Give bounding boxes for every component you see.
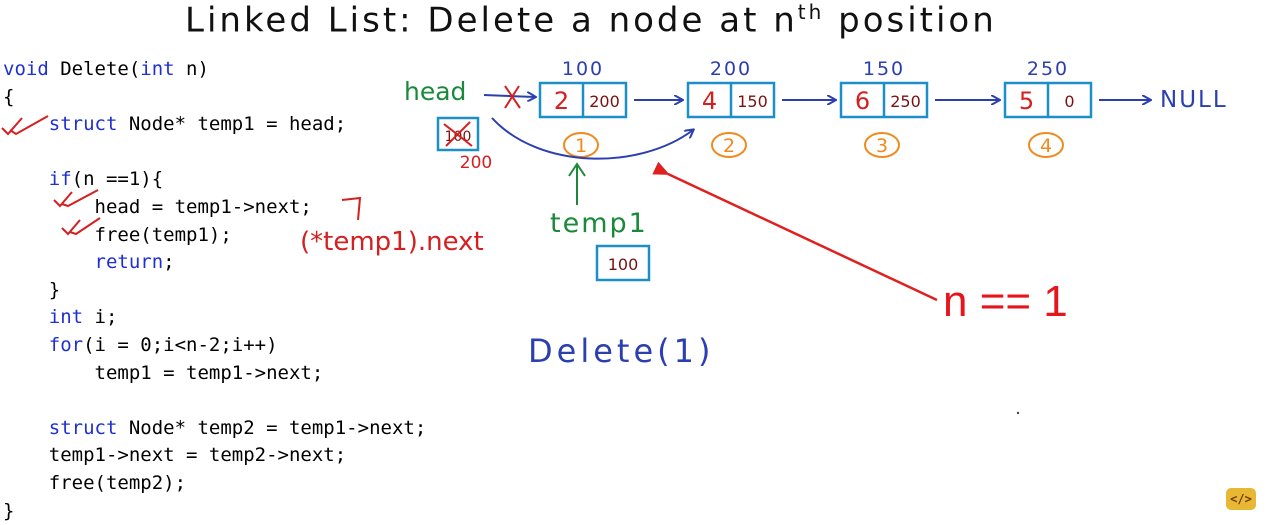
node-next-value: 250 <box>890 92 921 111</box>
bracket-mark <box>342 198 360 220</box>
code-logo-icon: </> <box>1226 488 1256 510</box>
temp1-box-value: 100 <box>608 255 639 274</box>
temp1-label: temp1 <box>550 208 648 239</box>
node-index-label: 3 <box>876 135 888 157</box>
check-mark-icon <box>2 116 48 134</box>
node-data-value: 6 <box>855 87 870 115</box>
deref-annotation: (*temp1).next <box>300 227 484 257</box>
node-index-label: 1 <box>575 135 587 157</box>
node-list: 2 200 100 1 4 150 200 2 6 250 150 3 5 0 250 4 <box>540 58 1150 157</box>
delete-call-label: Delete(1) <box>528 332 714 370</box>
check-marks <box>2 116 360 234</box>
node-next-value: 0 <box>1064 92 1074 111</box>
node-index-label: 4 <box>1040 135 1052 157</box>
null-label: NULL <box>1160 87 1228 113</box>
relink-curve-arrow <box>492 118 693 159</box>
condition-label: n == 1 <box>943 277 1068 326</box>
node-data-value: 2 <box>554 87 569 115</box>
node-data-value: 5 <box>1019 87 1034 115</box>
head-box-new-value: 200 <box>460 153 492 173</box>
node-address-label: 150 <box>863 58 905 80</box>
node-index-label: 2 <box>723 135 735 157</box>
condition-arrow <box>668 174 937 300</box>
node-data-value: 4 <box>702 87 717 115</box>
head-arrow <box>484 95 535 97</box>
check-mark-icon <box>62 218 100 234</box>
check-mark-icon <box>54 190 98 206</box>
node-address-label: 100 <box>562 58 604 80</box>
node-next-value: 200 <box>589 92 620 111</box>
head-label: head <box>404 77 466 106</box>
node-next-value: 150 <box>737 92 768 111</box>
node-address-label: 200 <box>710 58 752 80</box>
stray-dot <box>1017 412 1019 414</box>
node-address-label: 250 <box>1027 58 1069 80</box>
